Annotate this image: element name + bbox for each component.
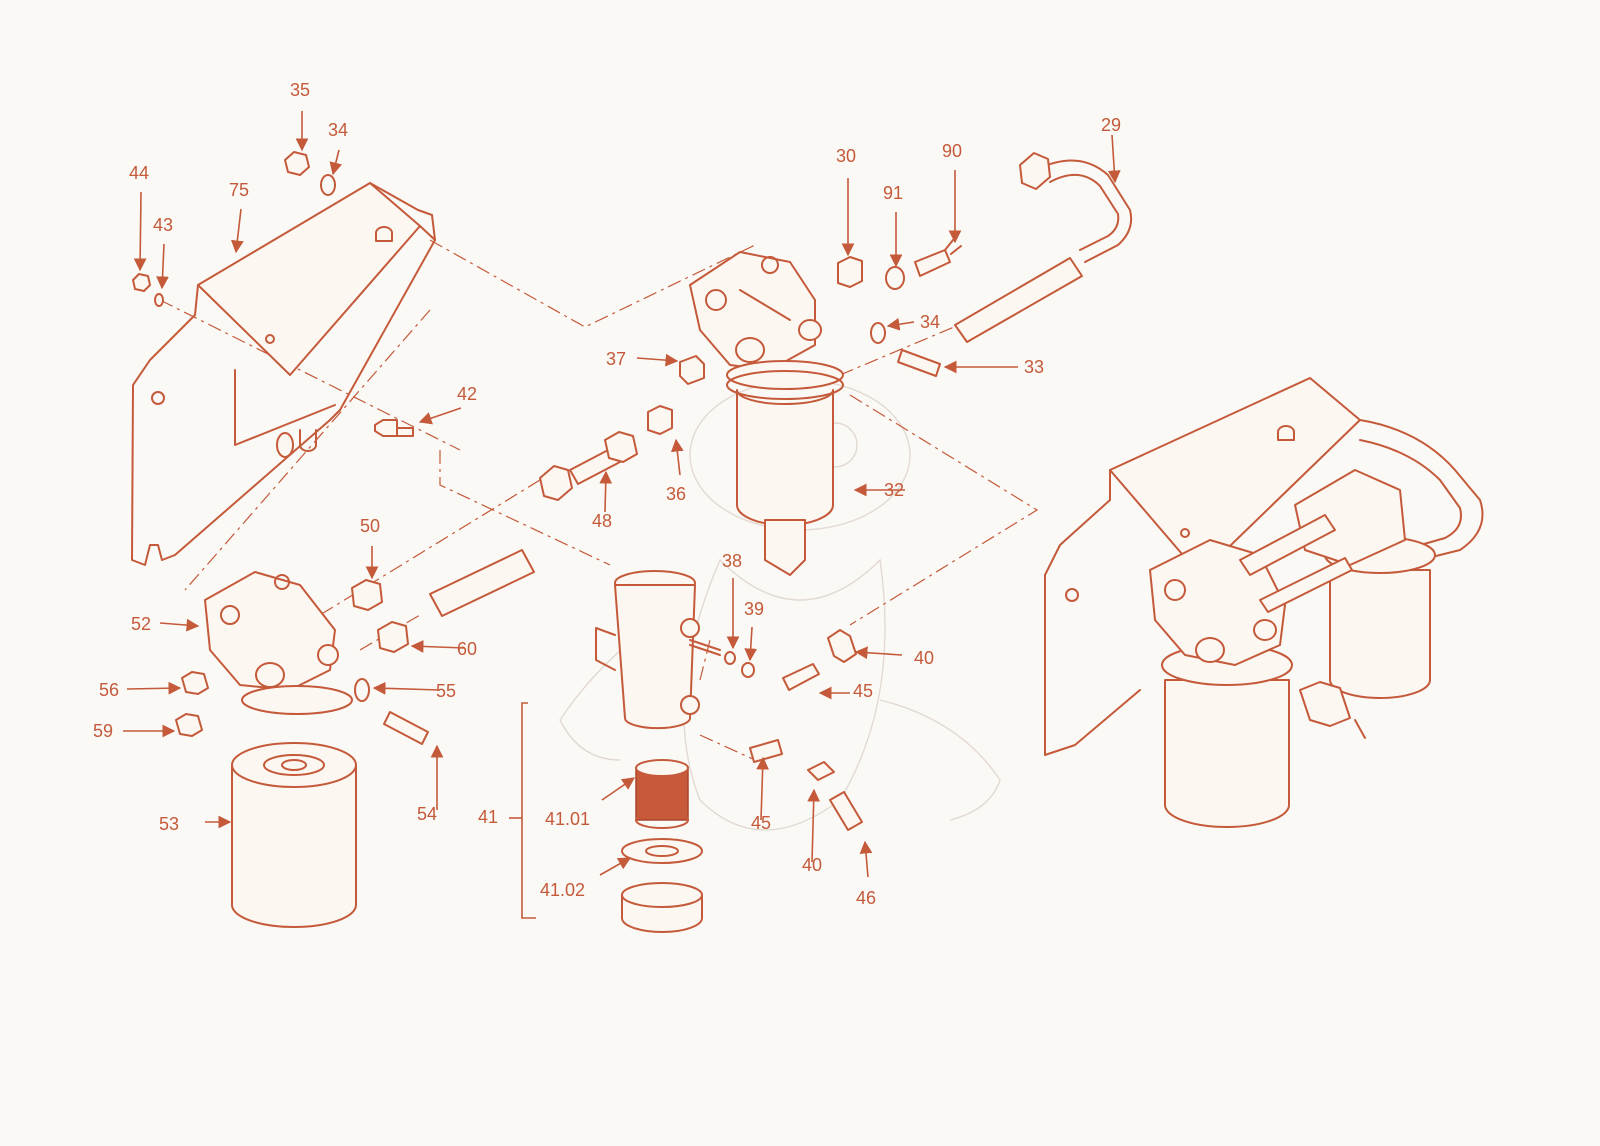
callout-45-top: 45	[853, 681, 873, 701]
leader-arrows	[123, 111, 1121, 919]
callout-56: 56	[99, 680, 119, 700]
callout-29: 29	[1101, 115, 1121, 135]
callout-33: 33	[1024, 357, 1044, 377]
hose-line	[539, 431, 638, 501]
callout-37: 37	[606, 349, 626, 369]
callout-39: 39	[744, 599, 764, 619]
filter-element	[621, 759, 703, 933]
secondary-fittings	[175, 549, 535, 745]
callout-34-bracket: 34	[328, 120, 348, 140]
callout-50: 50	[360, 516, 380, 536]
callout-45-bottom: 45	[751, 813, 771, 833]
callout-41: 41	[478, 807, 498, 827]
callouts: 29 30 91 90 34 33 32 35 34 44 75 43 37 4…	[93, 80, 1121, 908]
callout-42: 42	[457, 384, 477, 404]
callout-60: 60	[457, 639, 477, 659]
mounting-bracket	[131, 182, 436, 566]
callout-43: 43	[153, 215, 173, 235]
callout-53: 53	[159, 814, 179, 834]
callout-55: 55	[436, 681, 456, 701]
callout-52: 52	[131, 614, 151, 634]
callout-54: 54	[417, 804, 437, 824]
callout-36: 36	[666, 484, 686, 504]
assembly-lines	[159, 239, 1039, 761]
callout-48: 48	[592, 511, 612, 531]
callout-40-top: 40	[914, 648, 934, 668]
main-filter-assembly	[689, 251, 844, 576]
callout-46: 46	[856, 888, 876, 908]
head-fittings	[647, 239, 962, 435]
water-separator-bowl	[595, 570, 721, 730]
assembled-view	[1044, 377, 1484, 828]
secondary-filter-assembly	[204, 571, 357, 928]
callout-91: 91	[883, 183, 903, 203]
callout-75: 75	[229, 180, 249, 200]
callout-44: 44	[129, 163, 149, 183]
bracket-hardware	[132, 151, 414, 437]
fuel-pipe	[954, 152, 1133, 343]
callout-59: 59	[93, 721, 113, 741]
drain-fittings	[724, 629, 863, 831]
callout-41-01: 41.01	[545, 809, 590, 829]
callout-38: 38	[722, 551, 742, 571]
callout-30: 30	[836, 146, 856, 166]
callout-90: 90	[942, 141, 962, 161]
callout-32: 32	[884, 480, 904, 500]
callout-40-bottom: 40	[802, 855, 822, 875]
callout-34-head: 34	[920, 312, 940, 332]
callout-41-02: 41.02	[540, 880, 585, 900]
callout-35: 35	[290, 80, 310, 100]
